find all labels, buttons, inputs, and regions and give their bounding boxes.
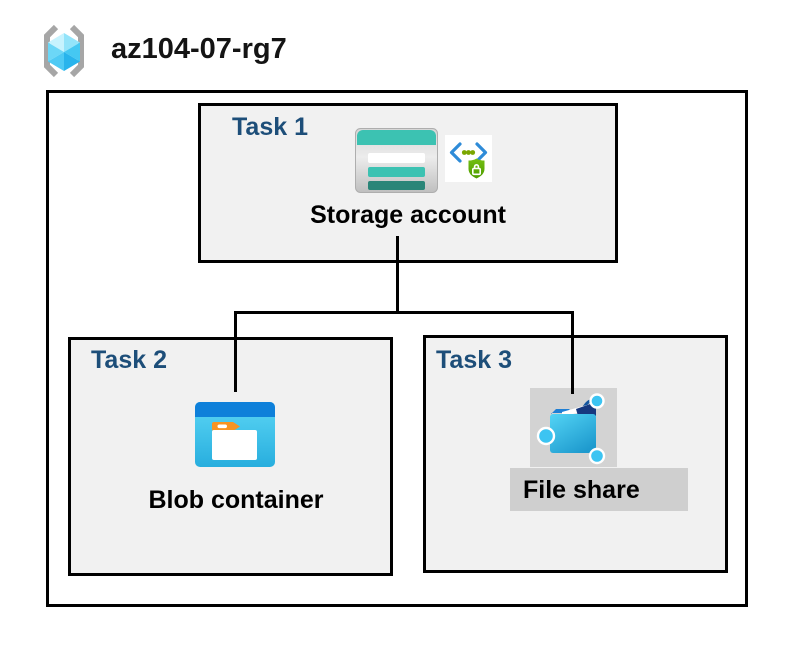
- connector-to-blob-container: [234, 311, 237, 392]
- task2-box: Task 2: [68, 337, 393, 576]
- connector-branch-horizontal: [234, 311, 574, 314]
- file-share-label: File share: [523, 476, 640, 504]
- connector-to-file-share: [571, 311, 574, 394]
- storage-account-icon: [355, 128, 438, 193]
- file-share-highlight-band: [510, 468, 688, 511]
- blob-container-label: Blob container: [148, 486, 324, 514]
- task2-label: Task 2: [91, 346, 167, 374]
- connector-storage-stem: [396, 236, 399, 314]
- task3-label: Task 3: [436, 346, 512, 374]
- task1-label: Task 1: [232, 113, 308, 141]
- resource-group-name: az104-07-rg7: [111, 33, 287, 65]
- resource-group-icon: [44, 24, 84, 78]
- storage-account-label: Storage account: [310, 201, 506, 229]
- secure-access-icon: [445, 135, 492, 182]
- file-share-icon: [536, 393, 606, 465]
- blob-container-icon: [195, 402, 275, 467]
